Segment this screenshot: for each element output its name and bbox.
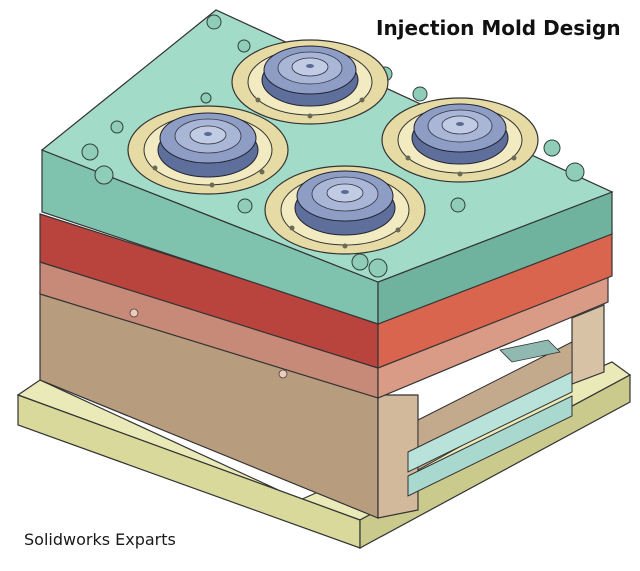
- cavity-bottom: [264, 165, 426, 255]
- cavity-top: [231, 39, 389, 125]
- ejector-plates: [407, 339, 573, 497]
- a-plate: [40, 9, 614, 325]
- page-title: Injection Mold Design: [376, 16, 621, 40]
- cavity-left: [127, 105, 289, 195]
- credit-label: Solidworks Exparts: [24, 530, 176, 549]
- cavity-right: [381, 97, 539, 183]
- ring-screws: [152, 97, 517, 249]
